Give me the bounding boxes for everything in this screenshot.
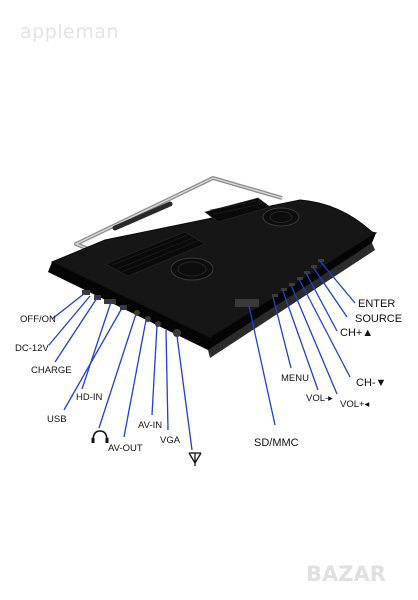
label-enter: ENTER bbox=[358, 298, 395, 310]
label-vol-plus: VOL+◂ bbox=[340, 399, 370, 410]
leader-hd-in bbox=[81, 301, 112, 390]
leader-menu bbox=[272, 296, 292, 369]
screen-edge bbox=[208, 243, 375, 358]
leader-sd-mmc bbox=[248, 305, 276, 426]
leader-charge bbox=[54, 297, 98, 363]
label-dc-12v: DC-12V bbox=[15, 343, 49, 354]
label-vga: VGA bbox=[160, 435, 181, 446]
label-vol-minus: VOL-▸ bbox=[306, 393, 333, 404]
antenna-icon bbox=[188, 452, 202, 466]
label-source: SOURCE bbox=[355, 313, 402, 325]
device-body bbox=[50, 199, 378, 339]
leader-antenna bbox=[176, 335, 193, 451]
leader-vol-minus bbox=[282, 290, 319, 391]
leader-headphone bbox=[98, 313, 137, 429]
leader-vol-plus bbox=[290, 284, 338, 395]
leader-usb bbox=[63, 307, 123, 411]
watermark-top: appleman bbox=[20, 21, 119, 43]
label-off-on: OFF/ON bbox=[20, 314, 56, 325]
side-buttons bbox=[272, 259, 324, 297]
leader-dc-12v bbox=[48, 295, 91, 346]
speaker bbox=[262, 207, 300, 227]
leader-ch-minus bbox=[298, 278, 351, 378]
speaker bbox=[170, 257, 214, 281]
leader-av-in bbox=[151, 324, 158, 416]
watermark-bottom: BAZAR bbox=[306, 562, 386, 586]
label-menu: MENU bbox=[281, 373, 309, 384]
label-charge: CHARGE bbox=[31, 365, 72, 376]
leader-enter bbox=[319, 260, 356, 304]
leader-source bbox=[312, 266, 348, 318]
label-sd-mmc: SD/MMC bbox=[254, 437, 299, 449]
portable-tv-device bbox=[48, 176, 378, 358]
label-av-out: AV-OUT bbox=[108, 443, 143, 454]
leader-vga bbox=[165, 329, 169, 431]
bazar-logo: BAZAR bbox=[306, 562, 386, 586]
leader-av-out bbox=[123, 319, 147, 438]
leader-ch-plus bbox=[305, 272, 338, 332]
label-ch-minus: CH-▼ bbox=[356, 377, 386, 389]
leader-lines bbox=[48, 260, 356, 451]
label-ch-plus: CH+▲ bbox=[340, 327, 373, 339]
label-hd-in: HD-IN bbox=[76, 392, 103, 403]
label-usb: USB bbox=[47, 414, 67, 425]
leader-off-on bbox=[51, 292, 86, 320]
headphone-icon bbox=[91, 430, 109, 443]
label-av-in: AV-IN bbox=[138, 420, 162, 431]
